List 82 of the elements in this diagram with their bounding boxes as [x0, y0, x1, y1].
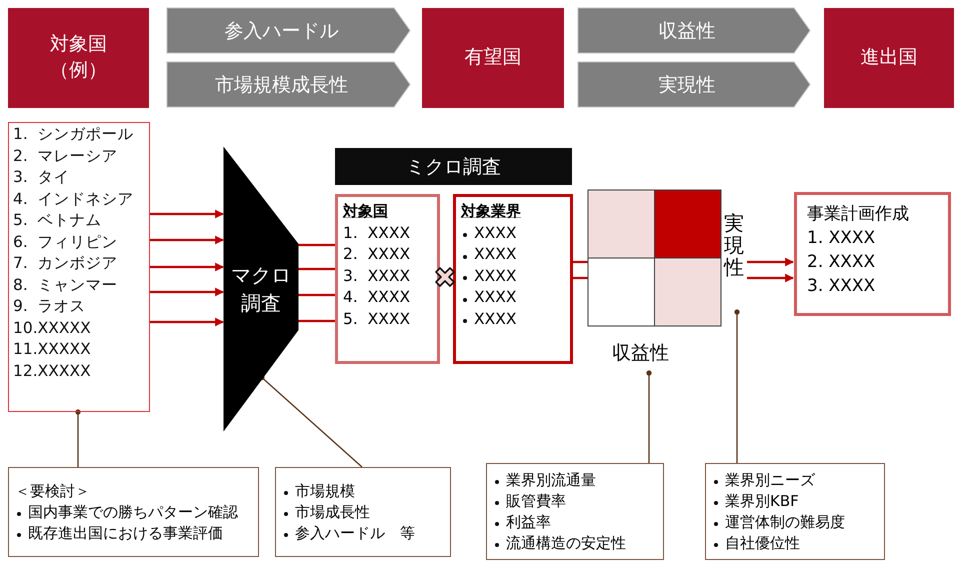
bullet-item: 市場成長性: [282, 502, 444, 522]
list-item: 12.XXXXX: [13, 360, 92, 382]
leader-line: [646, 370, 652, 463]
connector-line: [298, 320, 335, 322]
list-item: 1. シンガポール: [13, 124, 135, 145]
country-list-box: [8, 122, 150, 412]
box-label: 対象国（例）: [49, 32, 108, 83]
connector-line: [298, 294, 335, 296]
arrow: [150, 210, 224, 218]
box-label: 進出国: [860, 45, 918, 70]
feasibility-axis-label: 実現性: [724, 212, 747, 312]
box-label: 有望国: [464, 45, 522, 70]
list-item: 9. ラオス: [13, 296, 87, 317]
list-item: 5. ベトナム: [13, 210, 103, 231]
list-item: 3. XXXX: [807, 275, 876, 298]
list-item: 3. タイ: [13, 167, 71, 188]
list-item: 2. XXXX: [807, 251, 876, 274]
micro-research-header: [335, 148, 572, 185]
list-item: XXXX: [461, 244, 565, 266]
bullet-item: 国内事業での勝ちパターン確認: [15, 502, 252, 522]
panel-heading: 対象業界: [461, 201, 522, 222]
bullet-item: 流通構造の安定性: [493, 532, 657, 554]
note-heading: ＜要検討＞: [15, 480, 91, 502]
banner-label: 参入ハードル: [224, 18, 338, 44]
list-item: 2. マレーシア: [13, 146, 119, 166]
list-item: 6. フィリピン: [13, 232, 119, 252]
list-item: 8. ミャンマー: [13, 274, 119, 296]
arrow: [150, 318, 224, 326]
bullet-item: 市場規模: [282, 480, 444, 502]
leader-line: [75, 409, 81, 467]
bullet-item: 運営体制の難易度: [712, 512, 878, 532]
arrow: [150, 288, 224, 296]
arrow: [150, 236, 224, 244]
arrow: [747, 258, 794, 266]
list-item: 2. XXXX: [343, 244, 412, 265]
connector-line: [573, 260, 588, 264]
profitability-axis-label: 収益性: [612, 340, 686, 373]
two-by-two-matrix: [588, 190, 721, 326]
arrow: [747, 274, 794, 282]
bullet-item: 業界別流通量: [493, 470, 657, 490]
entry-country-box: [824, 8, 954, 108]
list-item: 11.XXXXX: [13, 339, 92, 360]
connector-line: [298, 244, 335, 246]
list-item: XXXX: [461, 222, 565, 244]
banner-label: 市場規模成長性: [215, 72, 348, 98]
list-item: 4. XXXX: [343, 287, 412, 308]
list-item: XXXX: [461, 308, 565, 330]
target-country-box: [8, 8, 149, 108]
business-plan-box: [794, 192, 951, 316]
note-box: [705, 463, 885, 560]
bullet-item: 業界別KBF: [712, 490, 878, 512]
arrow: [150, 262, 224, 272]
banner-label: 実現性: [658, 72, 716, 98]
bullet-item: 自社優位性: [712, 532, 878, 554]
target-industry-panel: [453, 194, 573, 364]
list-item: 3. XXXX: [343, 266, 412, 286]
list-item: 7. カンボジア: [13, 253, 119, 274]
bullet-item: 既存進出国における事業評価: [15, 522, 252, 544]
note-box: [8, 467, 259, 557]
bullet-item: 利益率: [493, 512, 657, 532]
box-title: 事業計画作成: [807, 203, 910, 226]
list-item: XXXX: [461, 266, 565, 287]
list-item: 1. XXXX: [807, 227, 876, 250]
list-item: 5. XXXX: [343, 308, 412, 330]
note-box: [275, 467, 451, 557]
funnel-label: マクロ調査: [231, 262, 291, 317]
header-label: ミクロ調査: [406, 154, 501, 180]
target-country-panel: [335, 194, 440, 364]
list-item: 4. インドネシア: [13, 188, 135, 210]
leader-line: [734, 309, 740, 463]
list-item: 10.XXXXX: [13, 318, 92, 338]
connector-line: [573, 276, 588, 280]
bullet-item: 販管費率: [493, 490, 657, 512]
note-box: [486, 463, 664, 560]
list-item: 1. XXXX: [343, 222, 412, 244]
list-item: XXXX: [461, 287, 565, 308]
promising-country-box: [422, 8, 564, 108]
connector-line: [298, 268, 335, 270]
panel-heading: 対象国: [343, 201, 389, 222]
banner-label: 収益性: [658, 18, 716, 44]
bullet-item: 参入ハードル 等: [282, 522, 444, 544]
bullet-item: 業界別ニーズ: [712, 470, 878, 490]
